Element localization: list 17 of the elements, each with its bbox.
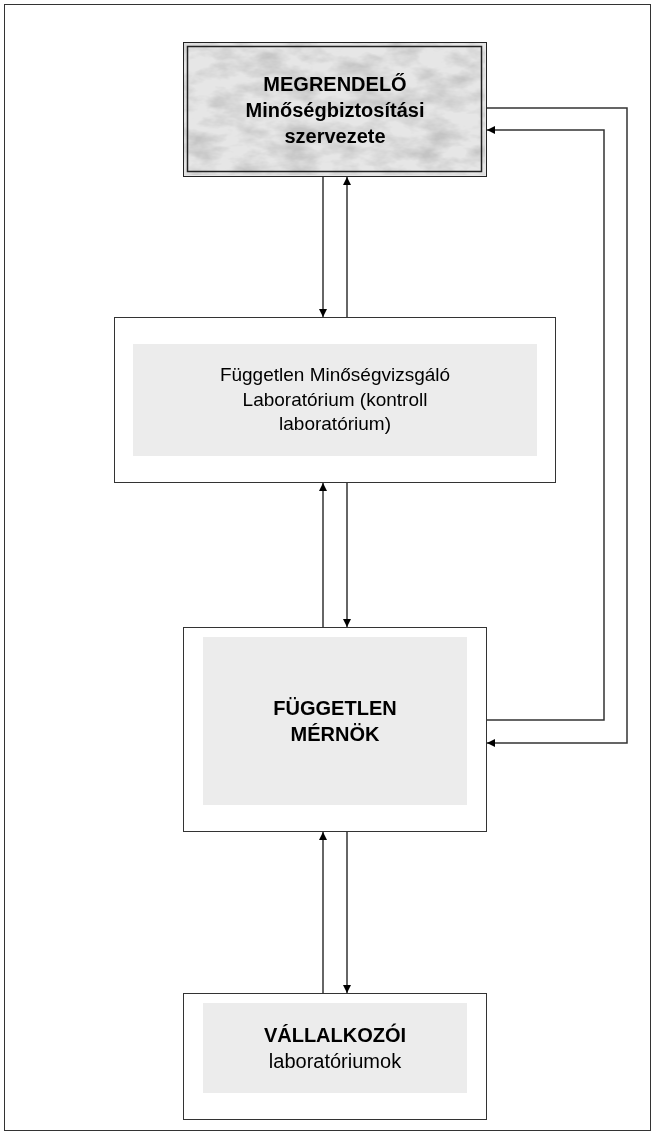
box-label: FÜGGETLEN MÉRNÖK: [272, 696, 398, 747]
process-box: [183, 627, 487, 832]
box-heading: VÁLLALKOZÓI: [263, 1022, 407, 1048]
box-label: Független Minőségvizsgáló Laboratórium (kontroll laboratórium): [218, 362, 452, 437]
process-box: [183, 993, 487, 1120]
arrow: [343, 831, 351, 994]
process-box: [114, 317, 556, 483]
box-label: laboratóriumok: [268, 1049, 402, 1074]
arrow: [319, 831, 327, 994]
arrow: [486, 126, 605, 721]
arrow: [343, 176, 351, 318]
arrow: [319, 482, 327, 628]
arrow: [319, 176, 327, 318]
box-label: Minőségbiztosítási szervezete: [244, 97, 426, 149]
arrow: [486, 107, 628, 747]
arrow: [343, 482, 351, 628]
box-heading: MEGRENDELŐ: [263, 71, 407, 97]
